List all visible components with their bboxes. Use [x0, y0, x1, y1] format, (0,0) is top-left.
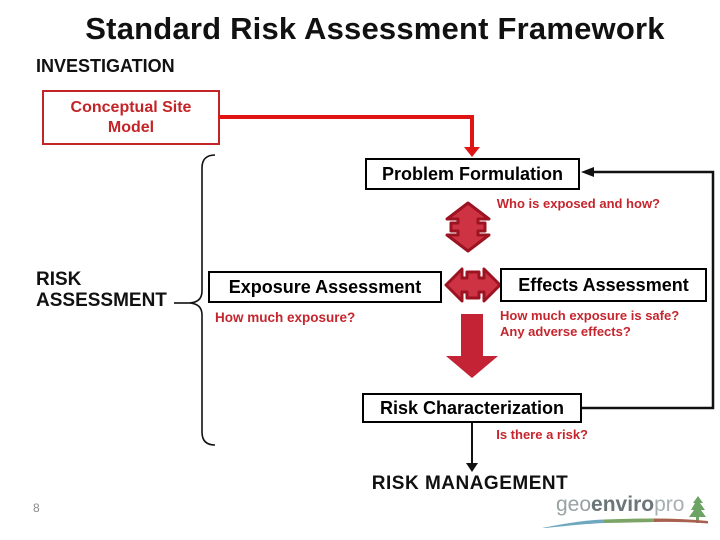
problem-formulation-box: Problem Formulation	[365, 158, 580, 190]
up-down-arrow-icon	[445, 201, 491, 253]
management-arrowhead-icon	[466, 463, 478, 472]
connector-csm-horizontal	[218, 115, 474, 119]
down-arrow-icon	[446, 314, 498, 378]
logo-enviro-text: enviro	[591, 493, 655, 516]
risk-characterization-label: Risk Characterization	[379, 397, 565, 418]
effects-assessment-label: Effects Assessment	[518, 274, 689, 295]
risk-management-label: RISK MANAGEMENT	[371, 473, 569, 494]
logo-swoosh-icon	[542, 518, 708, 528]
who-exposed-question: Who is exposed and how?	[496, 196, 660, 211]
feedback-arrowhead-icon	[581, 167, 594, 177]
exposure-assessment-box: Exposure Assessment	[208, 271, 442, 303]
slide-title: Standard Risk Assessment Framework	[85, 11, 665, 46]
page-number: 8	[33, 501, 40, 515]
feedback-loop-connector	[581, 167, 715, 410]
exposure-assessment-label: Exposure Assessment	[228, 276, 422, 297]
how-much-exposure-question: How much exposure?	[215, 310, 356, 325]
investigation-label: INVESTIGATION	[36, 56, 175, 76]
effects-assessment-box: Effects Assessment	[500, 268, 707, 302]
problem-formulation-label: Problem Formulation	[381, 163, 563, 184]
conceptual-site-model-label: Conceptual Site Model	[70, 98, 192, 136]
connector-rc-to-management	[471, 423, 473, 465]
is-there-risk-question: Is there a risk?	[496, 427, 588, 442]
risk-assessment-label: RISK ASSESSMENT	[36, 269, 167, 311]
connector-csm-vertical	[470, 115, 474, 148]
geoenviropro-logo: geoenviropro	[556, 493, 684, 517]
left-right-arrow-icon	[444, 267, 502, 303]
connector-csm-arrowhead-icon	[464, 147, 480, 157]
safe-exposure-question: How much exposure is safe? Any adverse e…	[500, 308, 680, 339]
logo-geo-text: geo	[556, 493, 592, 516]
logo-pro-text: pro	[654, 493, 685, 516]
conceptual-site-model-box: Conceptual Site Model	[42, 90, 220, 145]
risk-assessment-brace	[174, 154, 216, 446]
logo-tree-icon	[689, 496, 706, 523]
risk-characterization-box: Risk Characterization	[362, 393, 582, 423]
